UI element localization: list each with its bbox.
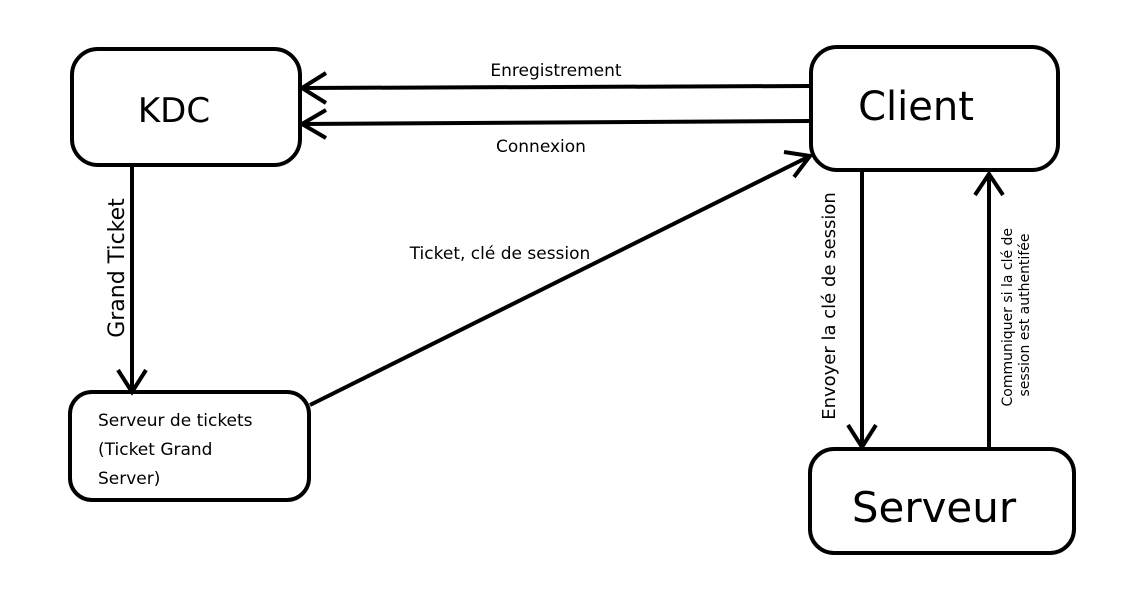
kdc-label: KDC: [138, 91, 210, 131]
grand-ticket-arrowhead: [116, 368, 148, 396]
ticket-session-line: [309, 154, 811, 407]
connection-arrowhead: [298, 108, 328, 140]
ticket-server-line: Serveur de tickets: [98, 411, 253, 431]
edge-registration: Enregistrement: [298, 61, 811, 105]
grand-ticket-label: Grand Ticket: [105, 198, 130, 338]
client-box: [809, 45, 1060, 172]
registration-line: [301, 84, 811, 90]
send-session-key-arrowhead: [846, 423, 878, 451]
send-session-key-label: Envoyer la clé de session: [819, 192, 840, 420]
connection-line: [301, 119, 811, 126]
server-node: Serveur: [808, 447, 1076, 555]
edge-send-session-key: Envoyer la clé de session: [819, 172, 878, 451]
kdc-node: KDC: [70, 47, 302, 167]
ticket-server-line: (Ticket Grand: [98, 440, 212, 460]
ticket-server-box: [68, 390, 311, 502]
client-label: Client: [858, 84, 974, 130]
registration-label: Enregistrement: [490, 61, 621, 81]
communicate-line-text: session est authentifée: [1017, 234, 1033, 397]
edge-connection: Connexion: [298, 108, 811, 157]
client-node: Client: [809, 45, 1060, 172]
ticket-session-arrowhead: [783, 150, 814, 179]
kdc-box: [70, 47, 302, 167]
server-label: Serveur: [852, 483, 1017, 532]
ticket-server-label: Serveur de tickets (Ticket Grand Server): [98, 411, 258, 489]
connection-label: Connexion: [496, 137, 586, 157]
communicate-line-text: Communiquer si la clé de: [1000, 228, 1016, 407]
server-box: [808, 447, 1076, 555]
edge-grand-ticket: Grand Ticket: [105, 166, 148, 396]
ticket-session-label: Ticket, clé de session: [409, 244, 591, 264]
registration-arrowhead: [298, 71, 328, 105]
ticket-server-node: Serveur de tickets (Ticket Grand Server): [68, 390, 311, 502]
communicate-label: Communiquer si la clé de session est aut…: [1000, 224, 1033, 407]
edge-communicate: Communiquer si la clé de session est aut…: [973, 170, 1033, 449]
edge-ticket-session: Ticket, clé de session: [309, 150, 814, 407]
ticket-server-line: Server): [98, 469, 160, 489]
communicate-arrowhead: [973, 170, 1005, 197]
